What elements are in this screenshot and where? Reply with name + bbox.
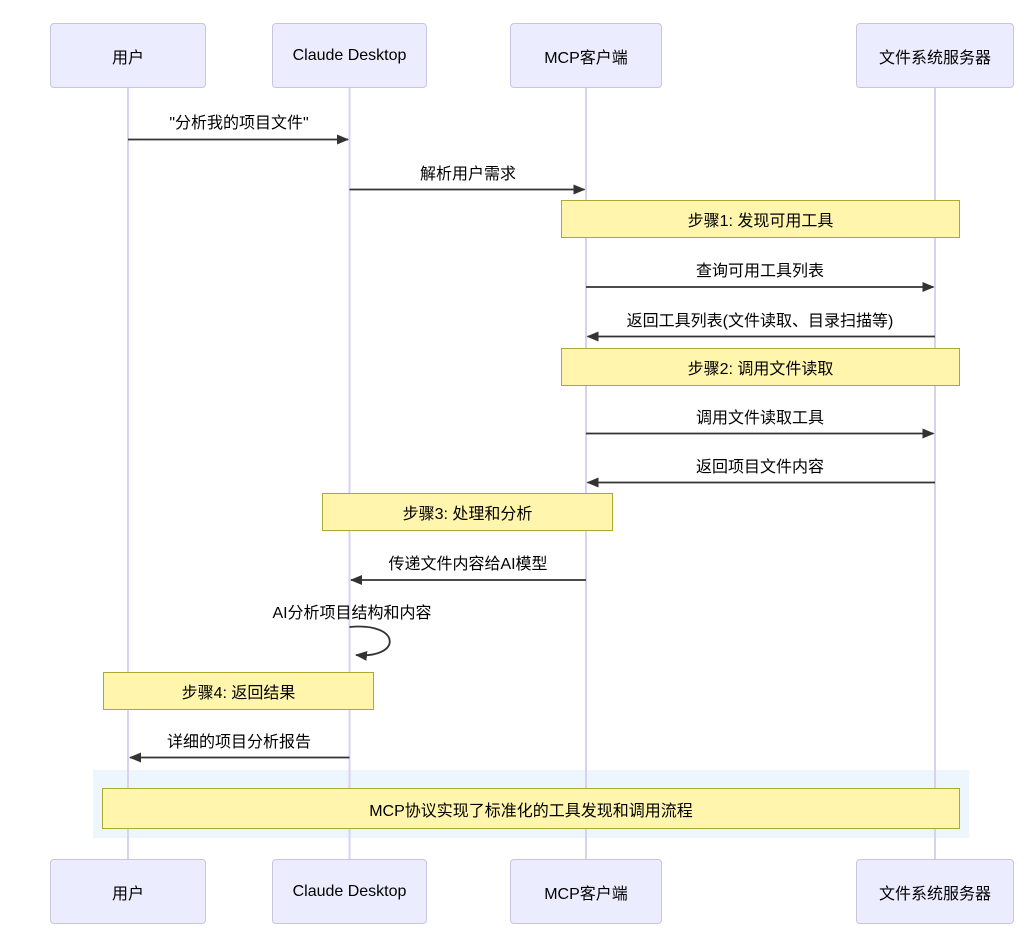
actor-bottom-user: 用户 — [50, 859, 206, 924]
message-label: 传递文件内容给AI模型 — [388, 556, 548, 573]
message-label: 返回项目文件内容 — [695, 459, 825, 476]
message-label: AI分析项目结构和内容 — [272, 605, 432, 622]
actor-top-file-server: 文件系统服务器 — [856, 23, 1014, 88]
message-label: 调用文件读取工具 — [695, 410, 825, 427]
arrow-self-loop — [349, 625, 391, 661]
note-summary: MCP协议实现了标准化的工具发现和调用流程 — [102, 788, 960, 829]
note-step1: 步骤1: 发现可用工具 — [561, 200, 960, 238]
message-label: "分析我的项目文件" — [169, 115, 309, 132]
actor-top-mcp-client: MCP客户端 — [510, 23, 662, 88]
actor-bottom-file-server: 文件系统服务器 — [856, 859, 1014, 924]
message-label: 查询可用工具列表 — [695, 263, 825, 280]
actor-top-claude-desktop: Claude Desktop — [272, 23, 427, 88]
actor-bottom-claude-desktop: Claude Desktop — [272, 859, 427, 924]
message-label: 解析用户需求 — [419, 166, 517, 183]
note-step3: 步骤3: 处理和分析 — [322, 493, 613, 531]
note-step2: 步骤2: 调用文件读取 — [561, 348, 960, 386]
note-step4: 步骤4: 返回结果 — [103, 672, 374, 710]
message-label: 返回工具列表(文件读取、目录扫描等) — [626, 313, 894, 330]
actor-top-user: 用户 — [50, 23, 206, 88]
message-label: 详细的项目分析报告 — [166, 734, 312, 751]
actor-bottom-mcp-client: MCP客户端 — [510, 859, 662, 924]
